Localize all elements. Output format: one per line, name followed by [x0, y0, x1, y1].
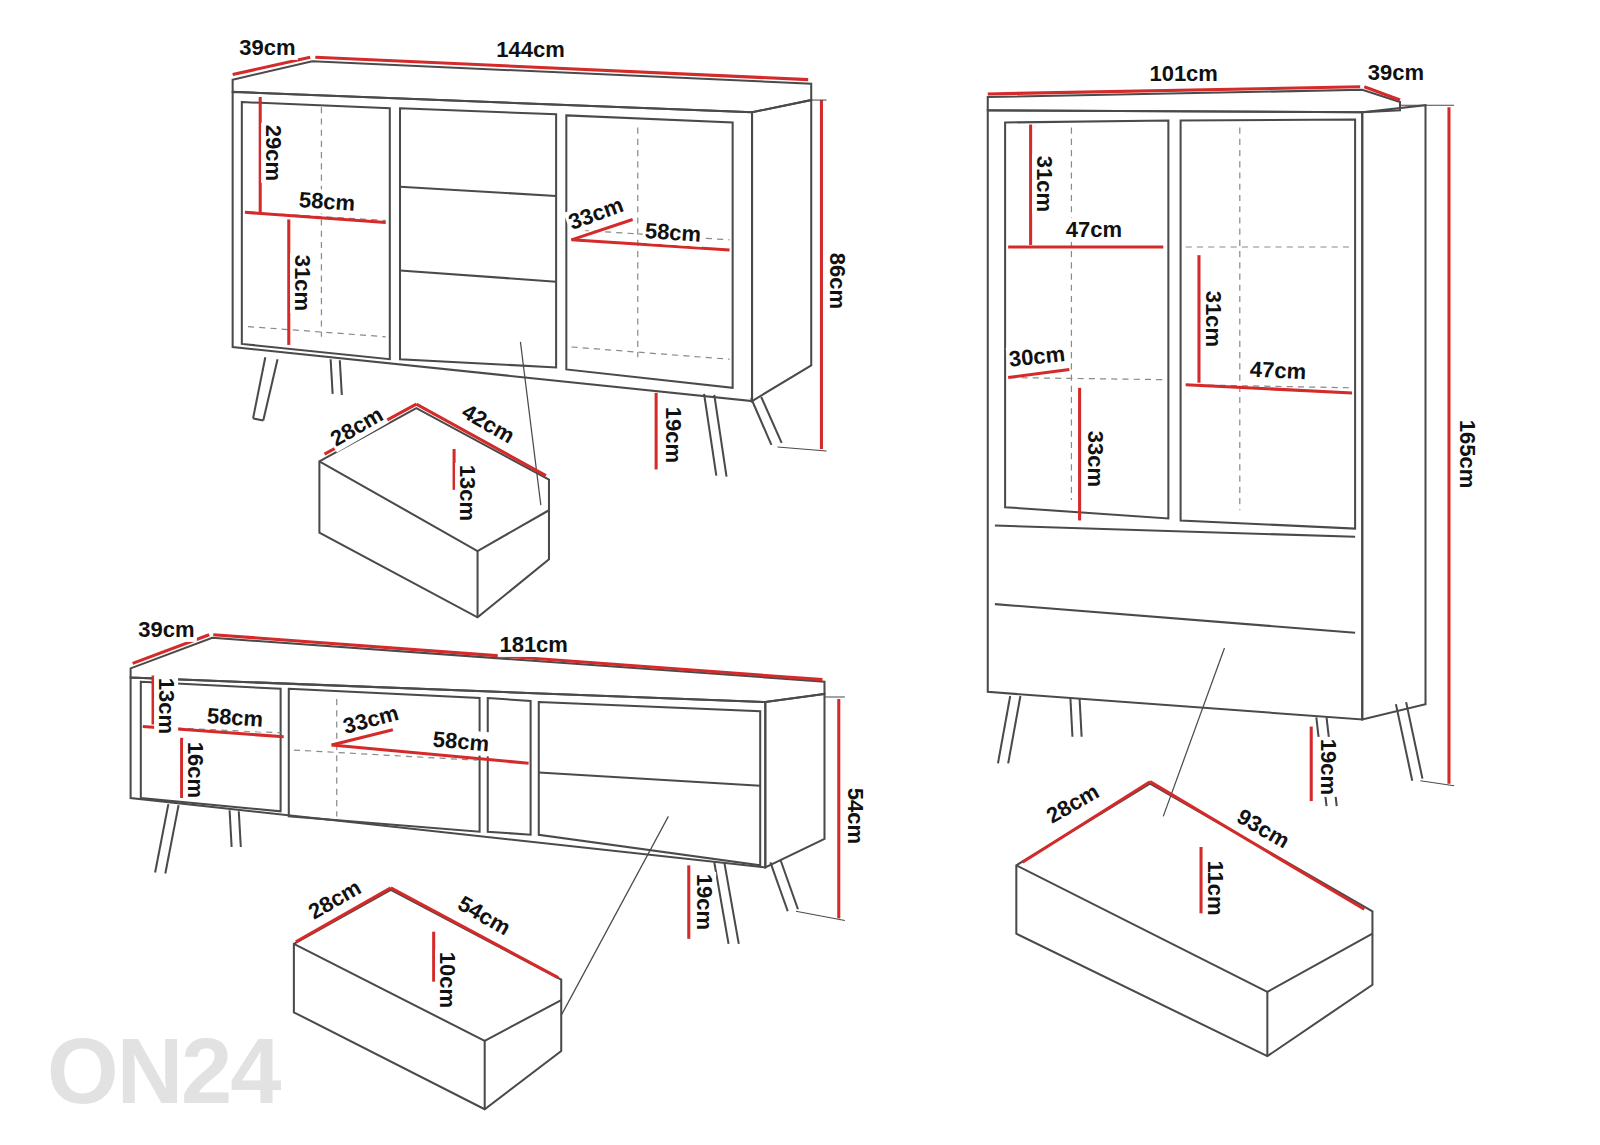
dimension-label: 28cm [325, 401, 389, 452]
dimension-label: 16cm [183, 740, 207, 800]
dimension-label: 30cm [1005, 342, 1067, 372]
dimension-label: 144cm [494, 38, 567, 62]
dimension-label: 13cm [455, 463, 479, 523]
dimension-label: 54cm [452, 891, 516, 942]
dimension-label: 19cm [692, 872, 716, 932]
dimension-label: 39cm [237, 36, 297, 60]
dimension-label: 10cm [435, 949, 459, 1009]
dimension-label: 58cm [296, 188, 358, 216]
dimension-label: 39cm [1366, 61, 1426, 85]
dimension-label: 58cm [430, 727, 492, 756]
dimension-label: 28cm [1041, 779, 1105, 830]
dimension-label: 47cm [1064, 217, 1124, 241]
dimension-label: 33cm [563, 193, 628, 236]
dimension-label: 19cm [1315, 737, 1339, 797]
dimension-label: 19cm [661, 405, 685, 465]
dimension-label: 29cm [261, 123, 285, 183]
dimension-label: 39cm [136, 617, 196, 641]
dimension-label: 28cm [303, 874, 367, 925]
dimension-label: 93cm [1231, 803, 1295, 854]
dimension-label: 54cm [843, 786, 867, 846]
watermark: ON24 [47, 1019, 279, 1124]
dimension-label: 181cm [497, 633, 570, 657]
dimension-label: 86cm [825, 250, 849, 310]
dimension-label: 58cm [643, 218, 705, 246]
dimension-label: 101cm [1147, 62, 1220, 86]
dimension-label: 58cm [204, 704, 266, 732]
dimension-label: 165cm [1455, 418, 1479, 491]
dimension-label: 11cm [1203, 858, 1227, 917]
dimension-label: 42cm [456, 399, 520, 450]
dimension-label: 33cm [339, 701, 403, 740]
dimension-label: 33cm [1083, 429, 1107, 489]
dimension-label: 13cm [154, 676, 178, 736]
dimension-label: 31cm [1032, 154, 1056, 214]
dimension-label: 47cm [1247, 358, 1308, 385]
dimension-label: 31cm [290, 253, 314, 313]
dimension-label: 31cm [1201, 289, 1225, 349]
